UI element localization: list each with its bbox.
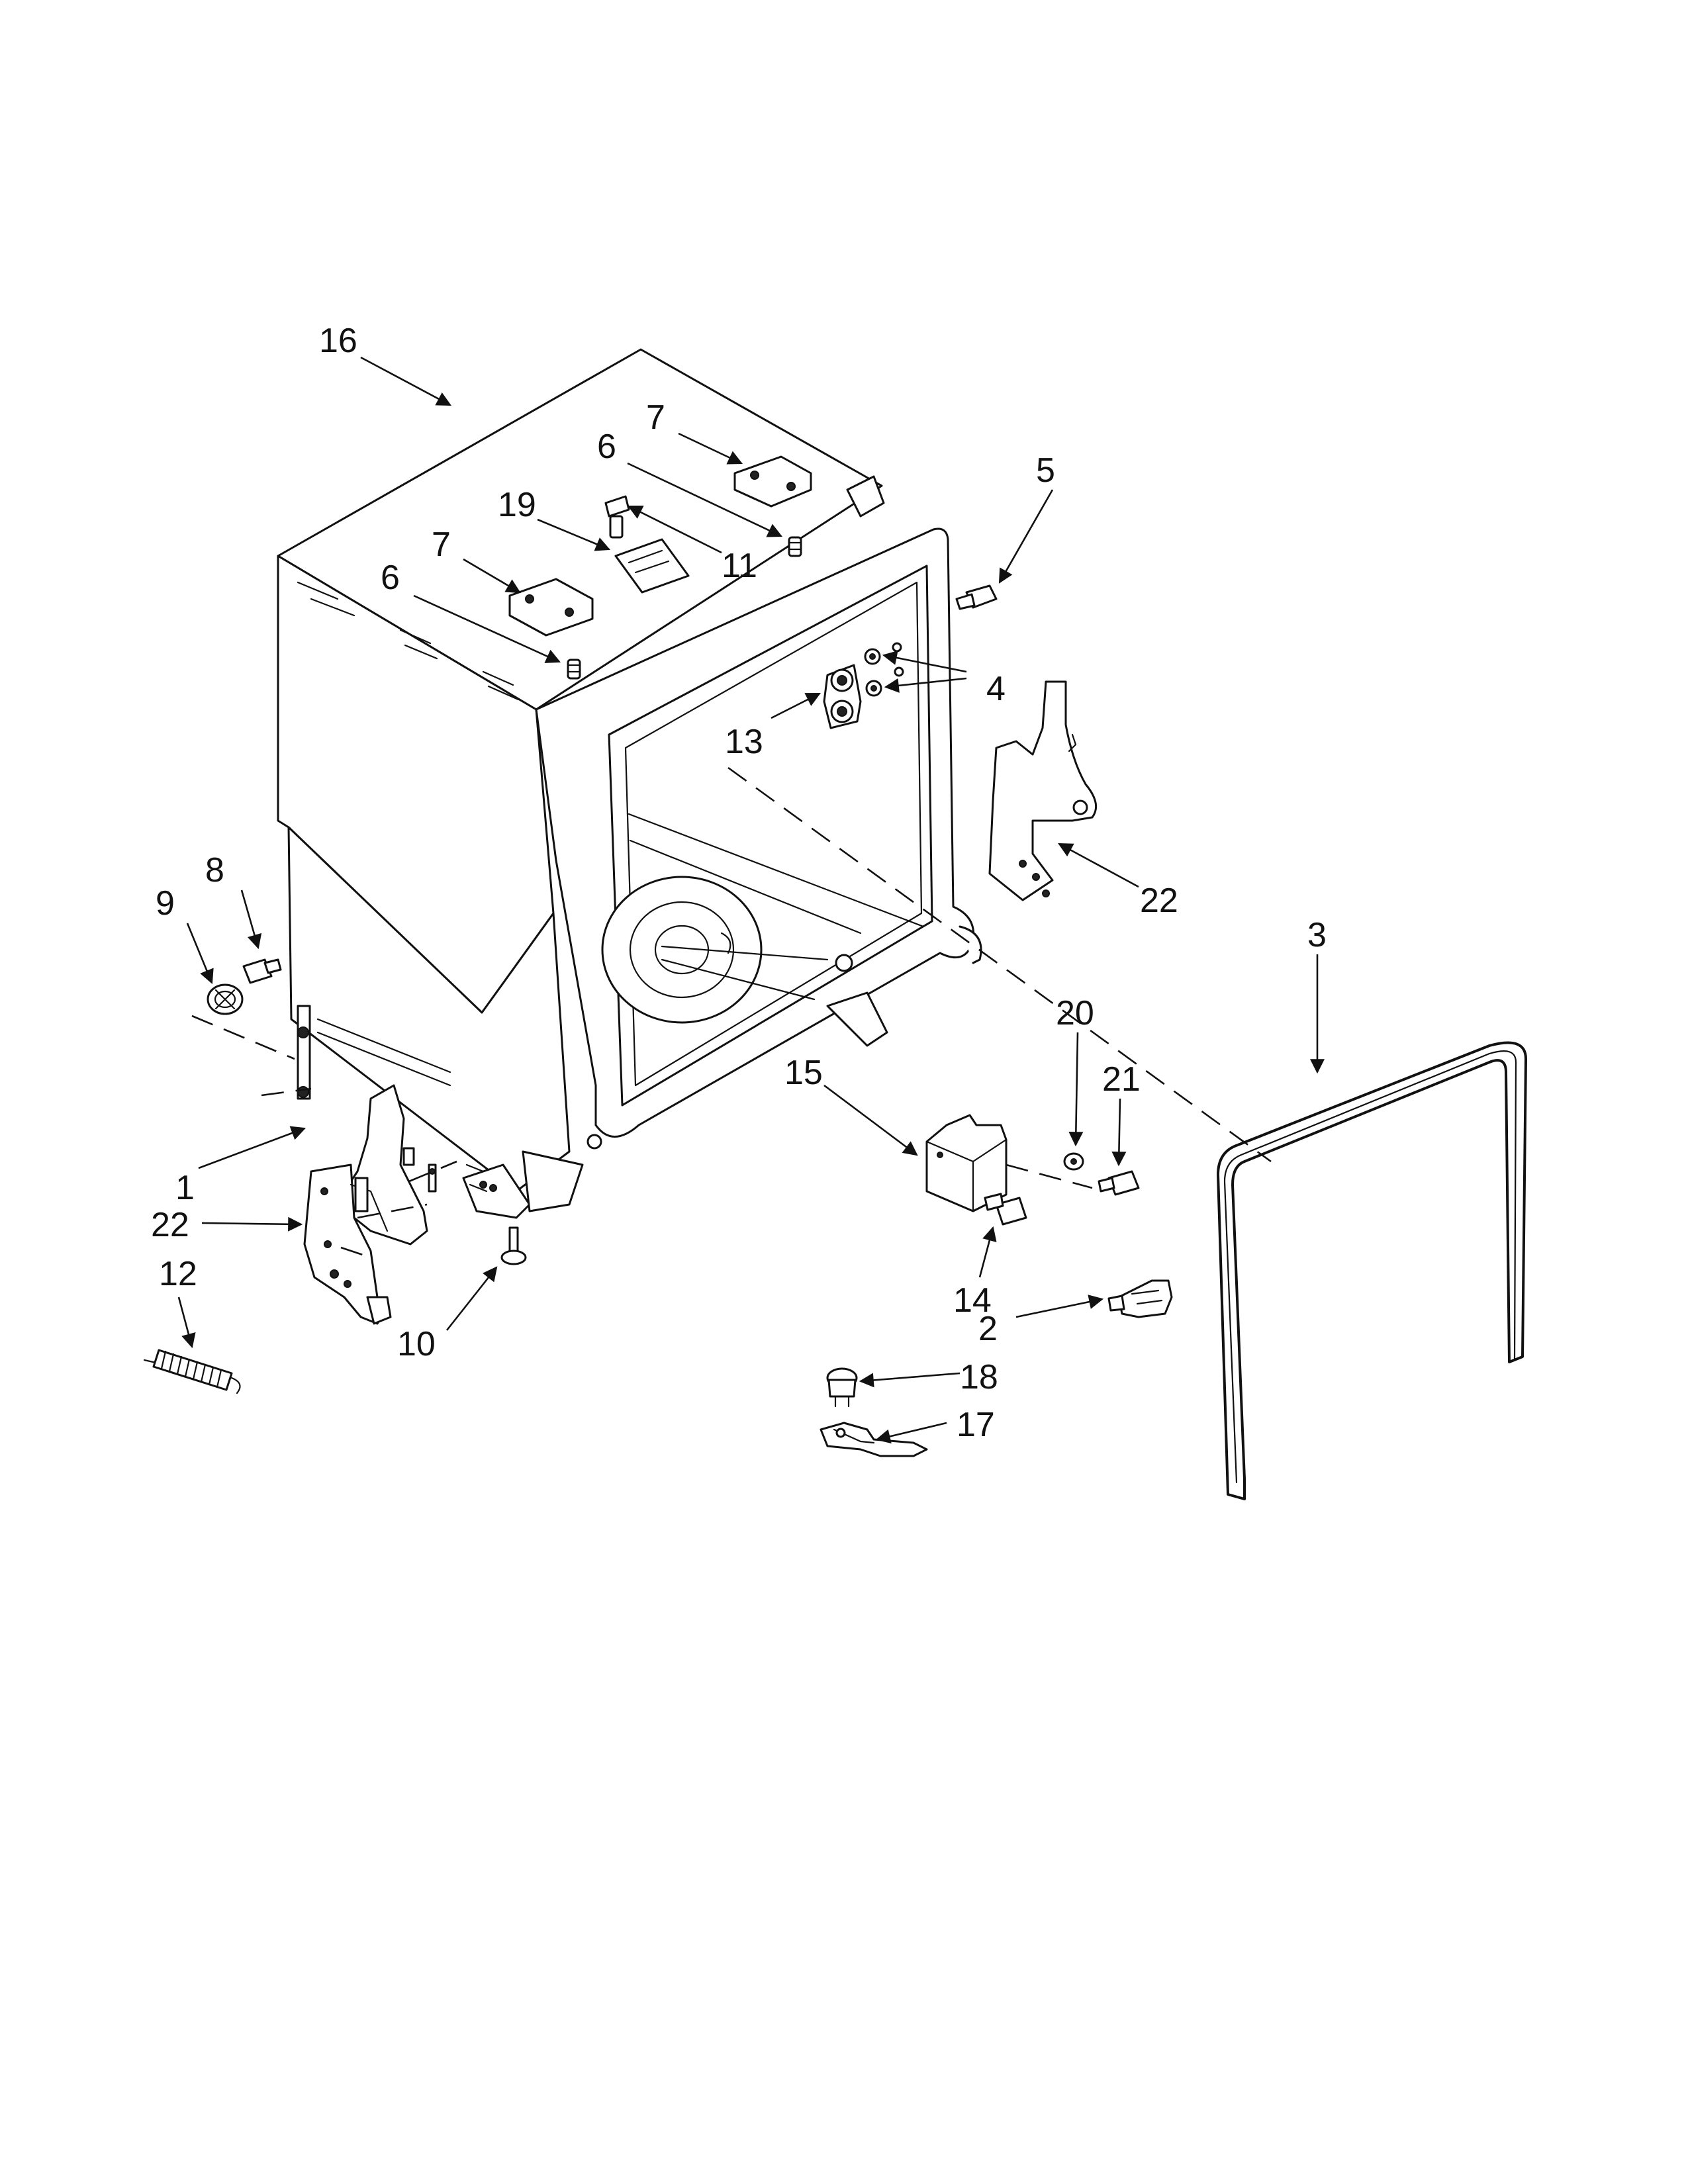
leader-lines xyxy=(177,356,1325,1444)
callout-18: 18 xyxy=(960,1358,998,1396)
spray-arm-mount-13 xyxy=(823,664,862,729)
callout-10: 10 xyxy=(397,1325,436,1363)
clip-19 xyxy=(614,538,690,594)
tub-assembly xyxy=(277,348,982,1219)
bracket-15 xyxy=(925,1114,1008,1212)
wheel-9 xyxy=(207,983,244,1015)
callout-1: 1 xyxy=(175,1169,195,1207)
callout-12: 12 xyxy=(159,1255,197,1293)
callout-15: 15 xyxy=(784,1054,823,1092)
callout-6-rear: 6 xyxy=(597,428,616,466)
screw-5 xyxy=(955,584,998,610)
callout-labels: 16 7 6 19 11 7 6 5 4 13 22 3 20 21 15 14… xyxy=(151,322,1327,1444)
screw-6-rear xyxy=(788,536,802,557)
clip-2 xyxy=(1107,1279,1173,1318)
callout-20: 20 xyxy=(1056,994,1094,1032)
callout-13: 13 xyxy=(725,723,763,761)
washer-20 xyxy=(1063,1152,1084,1171)
callout-4: 4 xyxy=(986,670,1006,708)
callout-2: 2 xyxy=(978,1310,998,1348)
callout-3: 3 xyxy=(1307,916,1327,954)
sensor-18 xyxy=(826,1367,858,1408)
door-gasket-3 xyxy=(1217,1041,1527,1500)
screw-11 xyxy=(604,495,630,539)
leveling-leg-10 xyxy=(500,1226,527,1265)
bracket-17 xyxy=(820,1422,928,1457)
callout-5: 5 xyxy=(1036,451,1055,490)
callout-19: 19 xyxy=(498,486,536,524)
screw-21 xyxy=(1098,1170,1140,1196)
callout-22-right: 22 xyxy=(1140,882,1178,920)
callout-8: 8 xyxy=(205,851,224,889)
callout-11: 11 xyxy=(722,547,757,585)
screw-8 xyxy=(242,958,282,984)
hinge-bracket-top-rear xyxy=(733,455,812,508)
screw-14 xyxy=(984,1193,1027,1226)
callout-6-front: 6 xyxy=(381,559,400,597)
callout-21: 21 xyxy=(1102,1060,1141,1099)
assembly-lines xyxy=(191,766,1272,1259)
hinge-bracket-top-front xyxy=(508,578,594,637)
callout-9: 9 xyxy=(156,884,175,923)
hinge-assembly-left xyxy=(303,1084,488,1325)
callout-14: 14 xyxy=(953,1281,992,1320)
bracket-22-right xyxy=(988,680,1098,901)
callout-22-left: 22 xyxy=(151,1206,189,1244)
spring-12 xyxy=(143,1349,241,1394)
callout-7-rear: 7 xyxy=(646,398,665,437)
callout-16: 16 xyxy=(319,322,357,360)
callout-17: 17 xyxy=(957,1406,995,1444)
screw-6-front xyxy=(567,659,581,680)
callout-7-front: 7 xyxy=(432,525,451,564)
washers-4 xyxy=(864,642,904,697)
